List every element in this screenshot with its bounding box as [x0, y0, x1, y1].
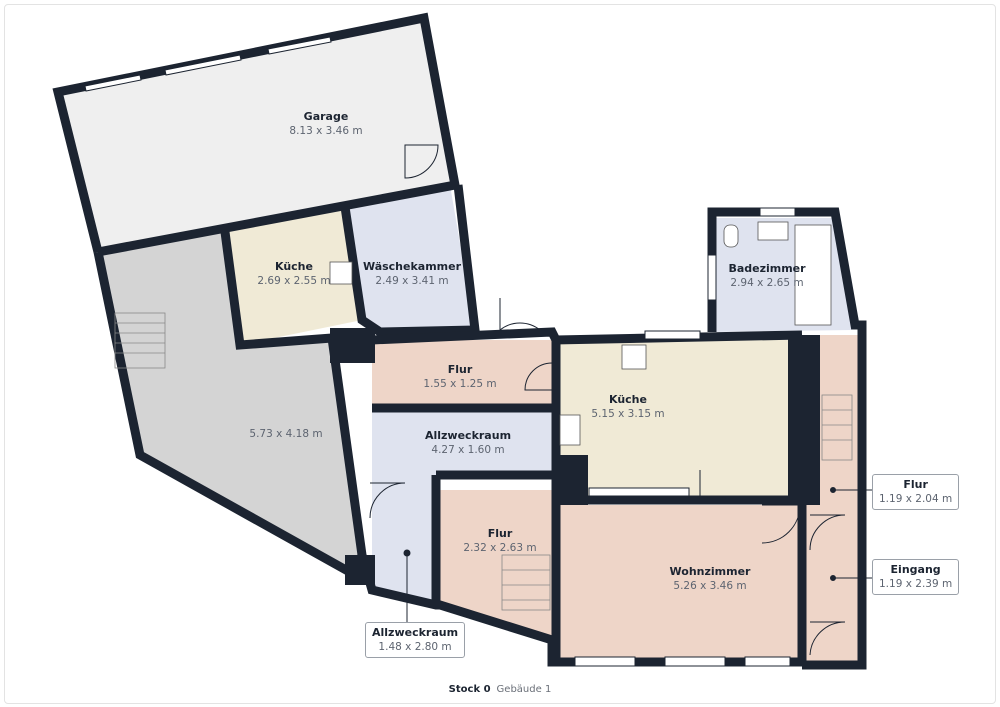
room-label: Küche: [275, 260, 313, 273]
room-flur-top[interactable]: [372, 340, 554, 406]
room-label: Flur: [488, 527, 513, 540]
room-wohnzimmer[interactable]: [556, 505, 802, 662]
room-dims: 5.73 x 4.18 m: [249, 428, 322, 440]
bathtub-icon: [794, 224, 832, 326]
room-dims: 1.55 x 1.25 m: [423, 378, 496, 390]
callout-eingang: Eingang 1.19 x 2.39 m: [872, 559, 960, 595]
room-label: Küche: [609, 393, 647, 406]
walls: [52, 12, 867, 670]
callout-label: Allzweckraum: [372, 626, 459, 639]
stove-icon: [329, 261, 353, 285]
room-dims: 5.26 x 3.46 m: [673, 580, 746, 592]
windows: [84, 36, 796, 667]
footer: Stock 0 Gebäude 1: [0, 684, 1000, 695]
plan-frame: [4, 4, 996, 704]
stove-icon: [621, 344, 647, 370]
room-dims: 2.49 x 3.41 m: [375, 275, 448, 287]
room-waeschekammer[interactable]: [345, 185, 475, 332]
room-dims: 4.27 x 1.60 m: [431, 444, 504, 456]
room-label: Badezimmer: [728, 262, 806, 275]
room-label: Wäschekammer: [363, 260, 462, 273]
room-kueche-small[interactable]: [225, 207, 362, 345]
toilet-icon: [723, 224, 739, 248]
doors: [369, 144, 846, 656]
callout-flur: Flur 1.19 x 2.04 m: [872, 474, 960, 510]
room-label: Wohnzimmer: [670, 565, 752, 578]
room-dims: 2.94 x 2.65 m: [730, 277, 803, 289]
room-label: Garage: [304, 110, 349, 123]
building-label: Gebäude 1: [496, 684, 552, 695]
callout-dims: 1.48 x 2.80 m: [378, 641, 452, 653]
room-dims: 2.32 x 2.63 m: [463, 542, 536, 554]
stairs-lower-icon: [501, 554, 551, 611]
sink-icon: [559, 414, 581, 446]
room-label: Allzweckraum: [425, 429, 511, 442]
room-allzweckraum[interactable]: [372, 408, 552, 605]
floor-label: Stock 0: [448, 684, 491, 695]
room-large-gray[interactable]: [98, 232, 362, 575]
room-kueche[interactable]: [556, 340, 802, 498]
callout-label: Flur: [903, 478, 928, 491]
washbasin-icon: [757, 221, 789, 241]
callout-label: Eingang: [890, 563, 941, 576]
callout-allzweckraum: Allzweckraum 1.48 x 2.80 m: [365, 622, 466, 658]
room-label: Flur: [448, 363, 473, 376]
room-dims: 8.13 x 3.46 m: [289, 125, 362, 137]
room-flur-lower[interactable]: [440, 490, 552, 640]
callout-dims: 1.19 x 2.39 m: [879, 578, 953, 590]
room-dims: 2.69 x 2.55 m: [257, 275, 330, 287]
callout-leaders: [403, 487, 873, 622]
stairs-left-icon: [114, 312, 166, 369]
stairs-right-icon: [821, 394, 853, 461]
callout-dims: 1.19 x 2.04 m: [879, 493, 953, 505]
room-dims: 5.15 x 3.15 m: [591, 408, 664, 420]
